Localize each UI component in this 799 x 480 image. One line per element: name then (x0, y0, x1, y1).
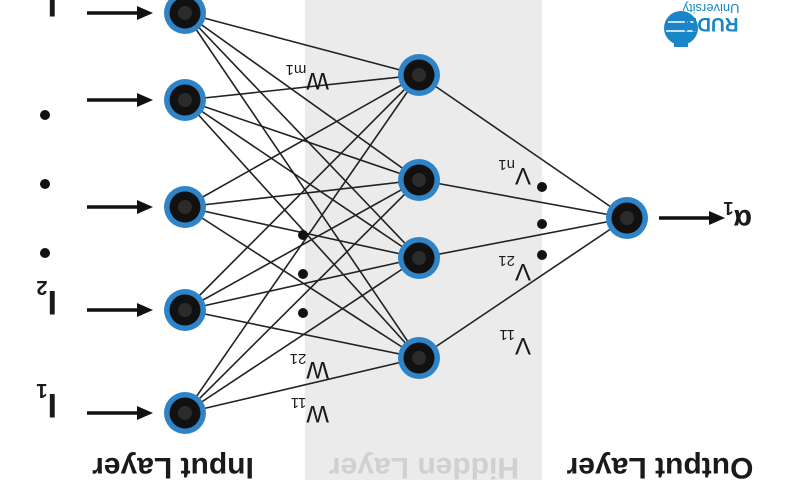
edge-input-2-hidden-3 (184, 179, 420, 311)
edge-input-5-hidden-4 (184, 12, 420, 76)
ellipsis-dot-8 (537, 219, 547, 229)
ellipsis-dots (40, 110, 547, 318)
weight-label-v21: V21 (498, 252, 531, 285)
edge-hidden-4-output (418, 74, 628, 219)
input-label-2: I2 (36, 276, 57, 321)
labels: I1 I2 Im α1 W11 W21 Wm1 (30, 0, 753, 480)
edge-input-4-hidden-3 (184, 99, 420, 181)
weight-label-wm1: Wm1 (286, 61, 330, 94)
hidden-neuron-2-center (412, 251, 426, 265)
edge-input-4-hidden-4 (184, 74, 420, 101)
weight-label-w21: W21 (290, 350, 329, 383)
input-neuron-1-center (178, 406, 192, 420)
input-arrow-3 (87, 200, 153, 214)
output-neuron (606, 197, 648, 239)
input-neuron-5-center (178, 6, 192, 20)
input-arrow-4 (87, 93, 153, 107)
input-neuron-3-center (178, 200, 192, 214)
arrows (87, 6, 725, 420)
input-arrow-1-head (137, 406, 153, 420)
edge-hidden-1-output (418, 217, 628, 359)
output-label: α1 (724, 198, 752, 236)
edge-input-2-hidden-2 (184, 257, 420, 311)
neurons (164, 0, 648, 434)
hidden-layer-label: Hidden Layer (329, 451, 519, 480)
ellipsis-dot-5 (298, 269, 308, 279)
input-neuron-5 (164, 0, 206, 34)
input-arrow-2 (87, 303, 153, 317)
university-emblem-icon (664, 11, 698, 47)
edge-hidden-3-output (418, 179, 628, 219)
edge-input-2-hidden-1 (184, 309, 420, 359)
edge-input-4-hidden-2 (184, 99, 420, 259)
hidden-neuron-4-center (412, 68, 426, 82)
input-layer-label: Input Layer (92, 451, 254, 480)
input-arrow-5 (87, 6, 153, 20)
ellipsis-dot-1 (40, 248, 50, 258)
hidden-neuron-2 (398, 237, 440, 279)
edge-input-5-hidden-3 (184, 12, 420, 181)
edge-input-1-hidden-4 (184, 74, 420, 414)
rotated-content: I1 I2 Im α1 W11 W21 Wm1 (30, 0, 753, 480)
edge-input-1-hidden-1 (184, 357, 420, 414)
output-arrow-head (709, 211, 725, 225)
edge-input-3-hidden-4 (184, 74, 420, 208)
edge-input-2-hidden-4 (184, 74, 420, 311)
input-neuron-2 (164, 289, 206, 331)
input-arrow-2-head (137, 303, 153, 317)
output-layer-label: Output Layer (566, 451, 753, 480)
input-neuron-4 (164, 79, 206, 121)
edge-input-4-hidden-1 (184, 99, 420, 359)
ellipsis-dot-7 (537, 250, 547, 260)
input-label-1: I1 (36, 379, 57, 424)
logo-text-rudn: RUDN (684, 13, 739, 34)
ellipsis-dot-3 (40, 110, 50, 120)
input-neuron-3 (164, 186, 206, 228)
hidden-neuron-3 (398, 159, 440, 201)
edge-input-1-hidden-3 (184, 179, 420, 414)
ellipsis-dot-6 (298, 230, 308, 240)
input-neuron-2-center (178, 303, 192, 317)
output-arrow (659, 211, 725, 225)
input-label-m: Im (30, 0, 57, 23)
edge-hidden-2-output (418, 217, 628, 259)
input-arrow-1 (87, 406, 153, 420)
input-arrow-3-head (137, 200, 153, 214)
ellipsis-dot-9 (537, 182, 547, 192)
hidden-neuron-3-center (412, 173, 426, 187)
rudn-logo: RUDN University (664, 1, 740, 47)
edge-input-3-hidden-1 (184, 206, 420, 359)
weight-label-v11: V11 (499, 326, 531, 359)
edge-input-5-hidden-2 (184, 12, 420, 259)
hidden-neuron-1-center (412, 351, 426, 365)
edge-input-3-hidden-3 (184, 179, 420, 208)
ellipsis-dot-2 (40, 179, 50, 189)
weight-label-w11: W11 (291, 394, 329, 427)
input-neuron-1 (164, 392, 206, 434)
logo-text-university: University (682, 1, 740, 16)
input-arrow-5-head (137, 6, 153, 20)
hidden-neuron-4 (398, 54, 440, 96)
input-neuron-4-center (178, 93, 192, 107)
hidden-neuron-1 (398, 337, 440, 379)
input-arrow-4-head (137, 93, 153, 107)
edge-input-1-hidden-2 (184, 257, 420, 414)
edge-input-5-hidden-1 (184, 12, 420, 359)
ellipsis-dot-4 (298, 308, 308, 318)
weight-label-vn1: Vn1 (498, 156, 531, 189)
output-neuron-center (620, 211, 634, 225)
